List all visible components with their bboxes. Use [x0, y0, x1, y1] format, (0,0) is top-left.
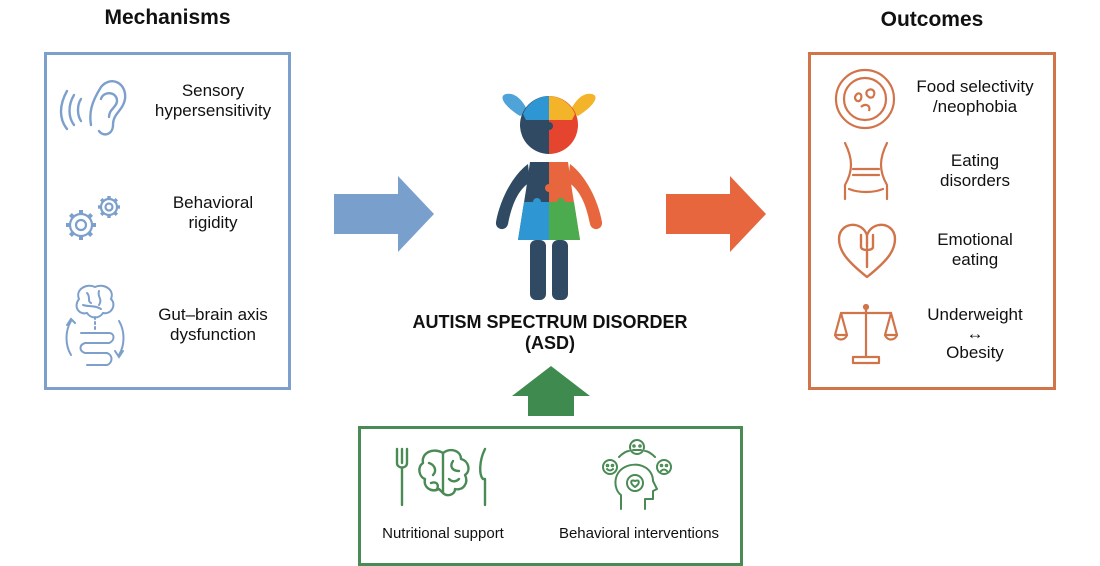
outcomes-title: Outcomes — [880, 8, 984, 31]
mech-label-sensory: Sensory hypersensitivity — [139, 81, 287, 121]
mech-label-gut-brain: Gut–brain axis dysfunction — [139, 305, 287, 345]
asd-to-outcomes-arrow — [666, 176, 766, 252]
out-emotional-line1: Emotional — [937, 230, 1013, 249]
fork-brain-knife-icon — [395, 447, 487, 507]
out-label-food: Food selectivity /neophobia — [899, 77, 1051, 117]
out-label-weight: Underweight ↔ Obesity — [899, 305, 1051, 362]
scale-icon — [833, 303, 899, 365]
body-waist-icon — [843, 141, 889, 201]
mechanisms-title: Mechanisms — [104, 6, 231, 29]
out-eating-line2: disorders — [940, 171, 1010, 190]
out-weight-line3: Obesity — [946, 343, 1004, 362]
out-weight-line1: Underweight — [927, 305, 1023, 324]
mech-gutbrain-line1: Gut–brain axis — [158, 305, 268, 324]
plate-icon — [834, 68, 896, 130]
out-weight-line2: ↔ — [966, 324, 984, 343]
mech-label-behavioral: Behavioral rigidity — [139, 193, 287, 233]
child-puzzle-figure — [495, 93, 603, 300]
asd-title: AUTISM SPECTRUM DISORDER (ASD) — [370, 312, 730, 354]
asd-title-line2: (ASD) — [525, 333, 575, 353]
interventions-panel: Nutritional support Behavioral intervent… — [358, 426, 743, 566]
asd-title-line1: AUTISM SPECTRUM DISORDER — [412, 312, 688, 332]
interventions-to-asd-arrow — [512, 366, 590, 416]
head-emotions-icon — [602, 439, 672, 510]
out-label-emotional: Emotional eating — [899, 230, 1051, 270]
ear-icon — [59, 80, 127, 136]
mech-sensory-line1: Sensory — [181, 81, 245, 100]
mech-sensory-line2: hypersensitivity — [154, 101, 272, 120]
outcomes-panel: Food selectivity /neophobia Eating disor… — [808, 52, 1056, 390]
nutritional-support-label: Nutritional support — [382, 525, 504, 542]
mech-gutbrain-line2: dysfunction — [170, 325, 256, 344]
mechanisms-to-asd-arrow — [334, 176, 434, 252]
mech-behavioral-line1: Behavioral — [172, 193, 254, 212]
out-emotional-line2: eating — [951, 250, 999, 269]
gut-brain-icon — [65, 284, 125, 366]
gears-icon — [66, 196, 120, 240]
out-label-eating: Eating disorders — [899, 151, 1051, 191]
out-food-line2: /neophobia — [932, 97, 1018, 116]
out-food-line1: Food selectivity — [916, 77, 1034, 96]
behavioral-interventions-label: Behavioral interventions — [558, 525, 720, 542]
mech-behavioral-line2: rigidity — [188, 213, 238, 232]
out-eating-line1: Eating — [950, 151, 1000, 170]
heart-fork-icon — [837, 223, 897, 279]
mechanisms-panel: Sensory hypersensitivity Behavioral — [44, 52, 291, 390]
